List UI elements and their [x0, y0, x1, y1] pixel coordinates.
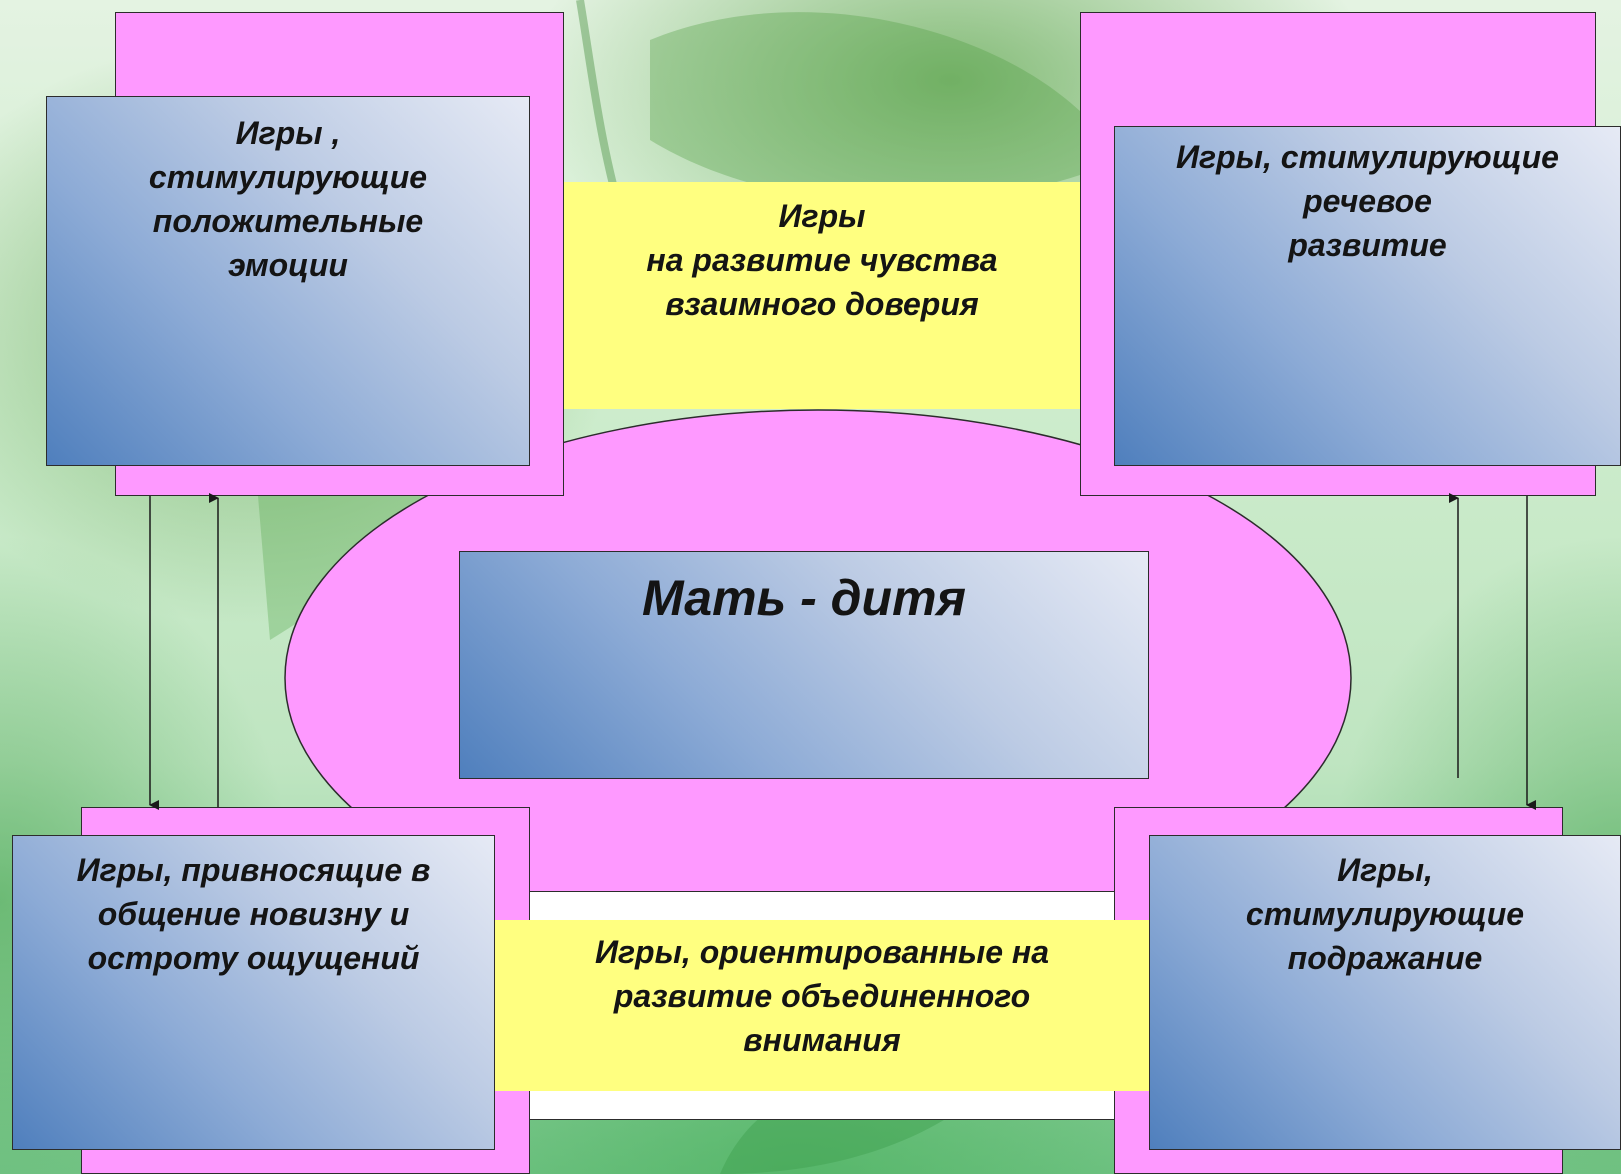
bottom-left-label: Игры, привносящие в общение новизну и ос…	[76, 852, 431, 976]
top-center-label: Игры на развитие чувства взаимного довер…	[646, 198, 998, 322]
leaf-shape	[650, 12, 1120, 203]
top-left-label: Игры , стимулирующие положительные эмоци…	[148, 115, 428, 283]
bottom-center-box: Игры, ориентированные на развитие объеди…	[495, 920, 1149, 1091]
center-box: Мать - дитя	[459, 551, 1149, 779]
bottom-left-box: Игры, привносящие в общение новизну и ос…	[12, 835, 495, 1150]
top-center-box: Игры на развитие чувства взаимного довер…	[564, 182, 1080, 409]
bottom-right-label: Игры, стимулирующие подражание	[1245, 852, 1525, 976]
top-right-label: Игры, стимулирующие речевое развитие	[1176, 139, 1559, 263]
center-label: Мать - дитя	[642, 570, 966, 626]
top-left-box: Игры , стимулирующие положительные эмоци…	[46, 96, 530, 466]
bottom-center-label: Игры, ориентированные на развитие объеди…	[594, 934, 1050, 1058]
bottom-right-box: Игры, стимулирующие подражание	[1149, 835, 1621, 1150]
top-right-box: Игры, стимулирующие речевое развитие	[1114, 126, 1621, 466]
